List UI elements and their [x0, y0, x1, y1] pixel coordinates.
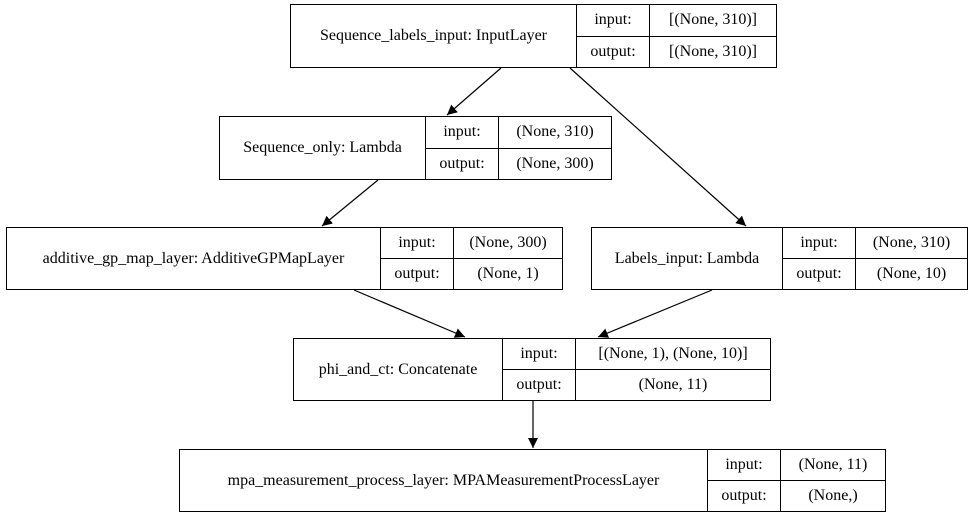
input-label: input: — [381, 228, 454, 258]
input-shape: (None, 300) — [469, 234, 547, 251]
output-row: output: (None, 300) — [426, 147, 611, 179]
output-label: output: — [426, 148, 499, 179]
output-shape: (None, 10) — [876, 265, 947, 282]
port-table: input: (None, 310) output: (None, 300) — [426, 117, 611, 179]
port-table: input: (None, 11) output: (None,) — [708, 450, 885, 511]
output-row: output: (None, 11) — [503, 369, 770, 400]
input-label: input: — [577, 5, 650, 36]
port-table: input: (None, 300) output: (None, 1) — [381, 228, 562, 289]
output-row: output: (None, 1) — [381, 258, 562, 289]
node-name: Sequence_only: Lambda — [220, 117, 426, 179]
node-mpa-measurement-process-layer[interactable]: mpa_measurement_process_layer: MPAMeasur… — [179, 449, 886, 512]
input-row: input: (None, 300) — [381, 228, 562, 258]
input-label: input: — [503, 339, 576, 369]
node-additive-gp-map-layer[interactable]: additive_gp_map_layer: AdditiveGPMapLaye… — [6, 227, 563, 290]
output-label: output: — [503, 370, 576, 400]
node-name: phi_and_ct: Concatenate — [294, 339, 503, 400]
input-label: input: — [783, 228, 856, 258]
node-sequence-only[interactable]: Sequence_only: Lambda input: (None, 310)… — [219, 116, 612, 180]
node-name: mpa_measurement_process_layer: MPAMeasur… — [180, 450, 708, 511]
output-shape: (None, 300) — [516, 154, 594, 172]
port-table: input: (None, 310) output: (None, 10) — [783, 228, 967, 289]
node-labels-input[interactable]: Labels_input: Lambda input: (None, 310) … — [591, 227, 968, 290]
output-shape: (None,) — [808, 487, 858, 504]
input-row: input: (None, 310) — [426, 117, 611, 148]
output-row: output: (None,) — [708, 480, 885, 511]
input-row: input: [(None, 1), (None, 10)] — [503, 339, 770, 369]
edge-labels-input-to-concatenate — [597, 289, 713, 338]
output-shape: (None, 11) — [638, 376, 708, 393]
input-row: input: [(None, 310)] — [577, 5, 776, 36]
output-label: output: — [708, 481, 781, 511]
input-label: input: — [708, 450, 781, 480]
input-row: input: (None, 310) — [783, 228, 967, 258]
port-table: input: [(None, 1), (None, 10)] output: (… — [503, 339, 770, 400]
port-table: input: [(None, 310)] output: [(None, 310… — [577, 5, 776, 67]
node-sequence-labels-input[interactable]: Sequence_labels_input: InputLayer input:… — [290, 4, 777, 68]
input-label: input: — [426, 117, 499, 148]
output-shape: [(None, 310)] — [669, 42, 757, 60]
edge-sequence-only-to-additive-map — [321, 179, 379, 227]
node-name: Labels_input: Lambda — [592, 228, 783, 289]
node-name: additive_gp_map_layer: AdditiveGPMapLaye… — [7, 228, 381, 289]
input-shape: (None, 11) — [798, 456, 868, 473]
edge-input-to-sequence-only — [446, 67, 502, 116]
node-name: Sequence_labels_input: InputLayer — [291, 5, 577, 67]
input-shape: (None, 310) — [872, 234, 951, 251]
input-row: input: (None, 11) — [708, 450, 885, 480]
input-shape: (None, 310) — [516, 123, 594, 141]
edge-additive-map-to-concatenate — [353, 289, 466, 338]
output-row: output: [(None, 310)] — [577, 35, 776, 67]
node-phi-and-ct[interactable]: phi_and_ct: Concatenate input: [(None, 1… — [293, 338, 771, 401]
output-shape: (None, 1) — [477, 265, 539, 282]
output-row: output: (None, 10) — [783, 258, 967, 289]
output-label: output: — [381, 259, 454, 289]
output-label: output: — [577, 36, 650, 67]
input-shape: [(None, 310)] — [669, 11, 757, 29]
input-shape: [(None, 1), (None, 10)] — [598, 345, 748, 362]
output-label: output: — [783, 259, 856, 289]
